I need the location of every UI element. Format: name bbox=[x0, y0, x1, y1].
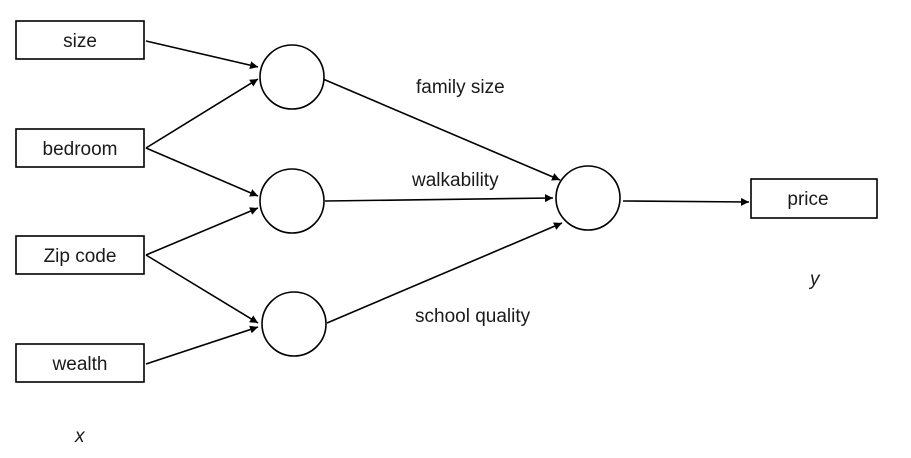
input-label-zip-code: Zip code bbox=[44, 246, 117, 267]
output-variable-y: y bbox=[808, 269, 821, 290]
input-variable-x: x bbox=[74, 426, 86, 447]
hidden-label-walkability: walkability bbox=[411, 170, 499, 191]
input-box-zip-code: Zip code bbox=[15, 235, 145, 275]
edge-zipcode-to-hidden-2 bbox=[145, 207, 259, 256]
input-box-bedroom: bedroom bbox=[15, 128, 145, 168]
input-label-wealth: wealth bbox=[52, 354, 108, 375]
hidden-node-1 bbox=[259, 44, 325, 110]
edge-hidden-3-to-output-node bbox=[326, 222, 563, 324]
edge-wealth-to-hidden-3 bbox=[145, 325, 259, 365]
hidden-node-3 bbox=[261, 291, 327, 357]
output-label-price: price bbox=[787, 189, 828, 210]
edge-bedroom-to-hidden-1 bbox=[145, 78, 259, 149]
edge-zipcode-to-hidden-3 bbox=[145, 254, 259, 324]
output-box-price: price bbox=[750, 178, 878, 219]
edge-hidden-1-to-output-node bbox=[322, 78, 561, 181]
input-box-wealth: wealth bbox=[15, 343, 145, 383]
hidden-label-school-quality: school quality bbox=[415, 306, 531, 327]
output-node bbox=[555, 165, 621, 231]
hidden-label-family-size: family size bbox=[416, 77, 505, 98]
edge-bedroom-to-hidden-2 bbox=[145, 147, 259, 197]
input-label-size: size bbox=[63, 31, 97, 52]
edge-size-to-hidden-1 bbox=[145, 40, 259, 70]
edge-output-node-to-price bbox=[622, 197, 750, 206]
hidden-node-2 bbox=[259, 168, 325, 234]
input-box-size: size bbox=[15, 20, 145, 60]
edge-hidden-2-to-output-node bbox=[324, 194, 554, 203]
input-label-bedroom: bedroom bbox=[43, 139, 118, 160]
